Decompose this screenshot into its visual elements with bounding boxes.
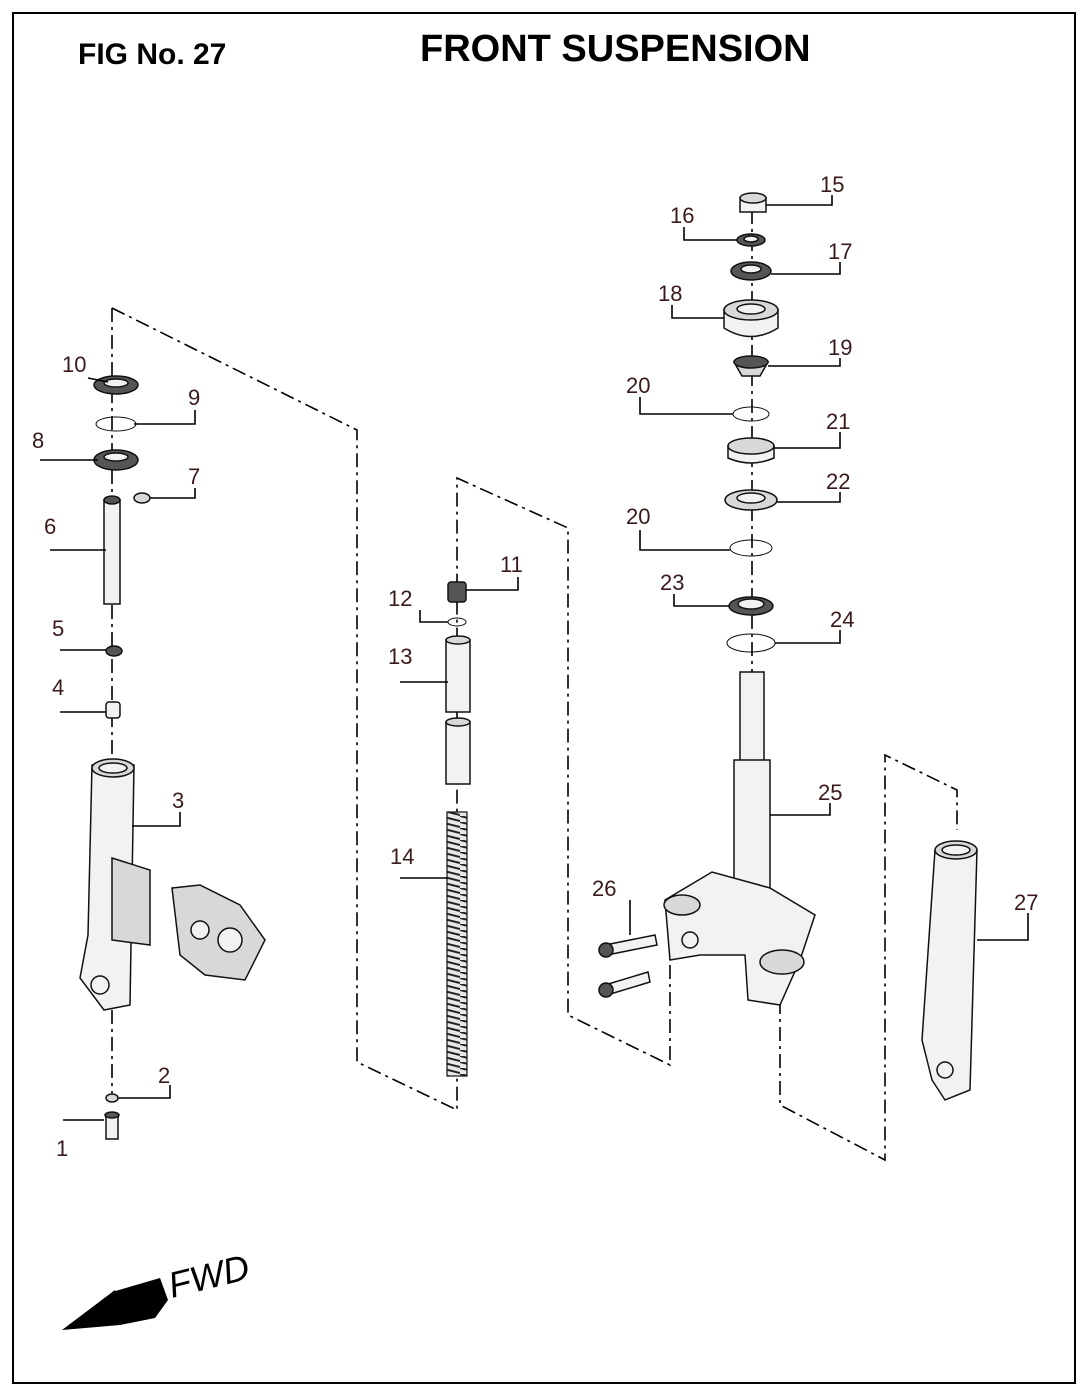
figure-number: FIG No. 27 bbox=[78, 38, 227, 71]
callout-22: 22 bbox=[826, 469, 850, 494]
callout-25: 25 bbox=[818, 780, 842, 805]
callout-9: 9 bbox=[188, 385, 200, 410]
callout-19: 19 bbox=[828, 335, 852, 360]
middle-spring-group bbox=[445, 581, 471, 1077]
callout-4: 4 bbox=[52, 675, 64, 700]
callout-21: 21 bbox=[826, 409, 850, 434]
right-outer-tube bbox=[921, 840, 978, 1101]
callout-14: 14 bbox=[390, 844, 414, 869]
callout-18: 18 bbox=[658, 281, 682, 306]
callout-20-upper: 20 bbox=[626, 373, 650, 398]
callout-20-lower: 20 bbox=[626, 504, 650, 529]
callout-11: 11 bbox=[500, 552, 523, 577]
callout-26: 26 bbox=[592, 876, 616, 901]
callout-2: 2 bbox=[158, 1063, 170, 1088]
callout-24: 24 bbox=[830, 607, 854, 632]
callout-12: 12 bbox=[388, 586, 412, 611]
callout-labels: 1 2 3 4 5 6 7 8 9 10 11 12 13 14 15 16 1… bbox=[32, 172, 1038, 1161]
callout-16: 16 bbox=[670, 203, 694, 228]
callout-27: 27 bbox=[1014, 890, 1038, 915]
callout-23: 23 bbox=[660, 570, 684, 595]
fwd-arrow-icon bbox=[62, 1290, 120, 1330]
callout-5: 5 bbox=[52, 616, 64, 641]
figure-frame bbox=[12, 12, 1076, 1384]
leader-lines bbox=[40, 195, 1029, 1121]
callout-13: 13 bbox=[388, 644, 412, 669]
callout-8: 8 bbox=[32, 428, 44, 453]
callout-1: 1 bbox=[56, 1136, 68, 1161]
callout-6: 6 bbox=[44, 514, 56, 539]
fwd-label: FWD bbox=[164, 1246, 253, 1306]
callout-15: 15 bbox=[820, 172, 844, 197]
left-fork-group bbox=[79, 375, 266, 1140]
callout-17: 17 bbox=[828, 239, 852, 264]
callout-7: 7 bbox=[188, 464, 200, 489]
fwd-arrow-tail-icon bbox=[112, 1278, 168, 1325]
steering-stem-group bbox=[598, 192, 816, 1006]
callout-10: 10 bbox=[62, 352, 86, 377]
figure-title: FRONT SUSPENSION bbox=[420, 28, 811, 70]
callout-3: 3 bbox=[172, 788, 184, 813]
forward-direction-indicator: FWD bbox=[62, 1246, 253, 1330]
